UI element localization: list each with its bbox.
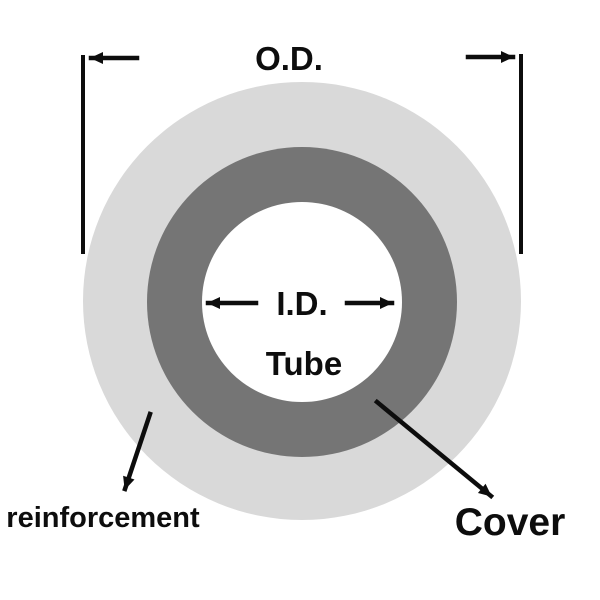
- cover-leader-arrow: [373, 398, 495, 500]
- reinforcement-label: reinforcement: [6, 502, 200, 534]
- tube-label: Tube: [266, 345, 342, 382]
- id-label: I.D.: [276, 285, 327, 322]
- od-label: O.D.: [255, 40, 323, 77]
- bore-circle: [202, 202, 402, 402]
- cover-label: Cover: [455, 501, 566, 544]
- reinforcement-leader-arrow: [122, 411, 153, 492]
